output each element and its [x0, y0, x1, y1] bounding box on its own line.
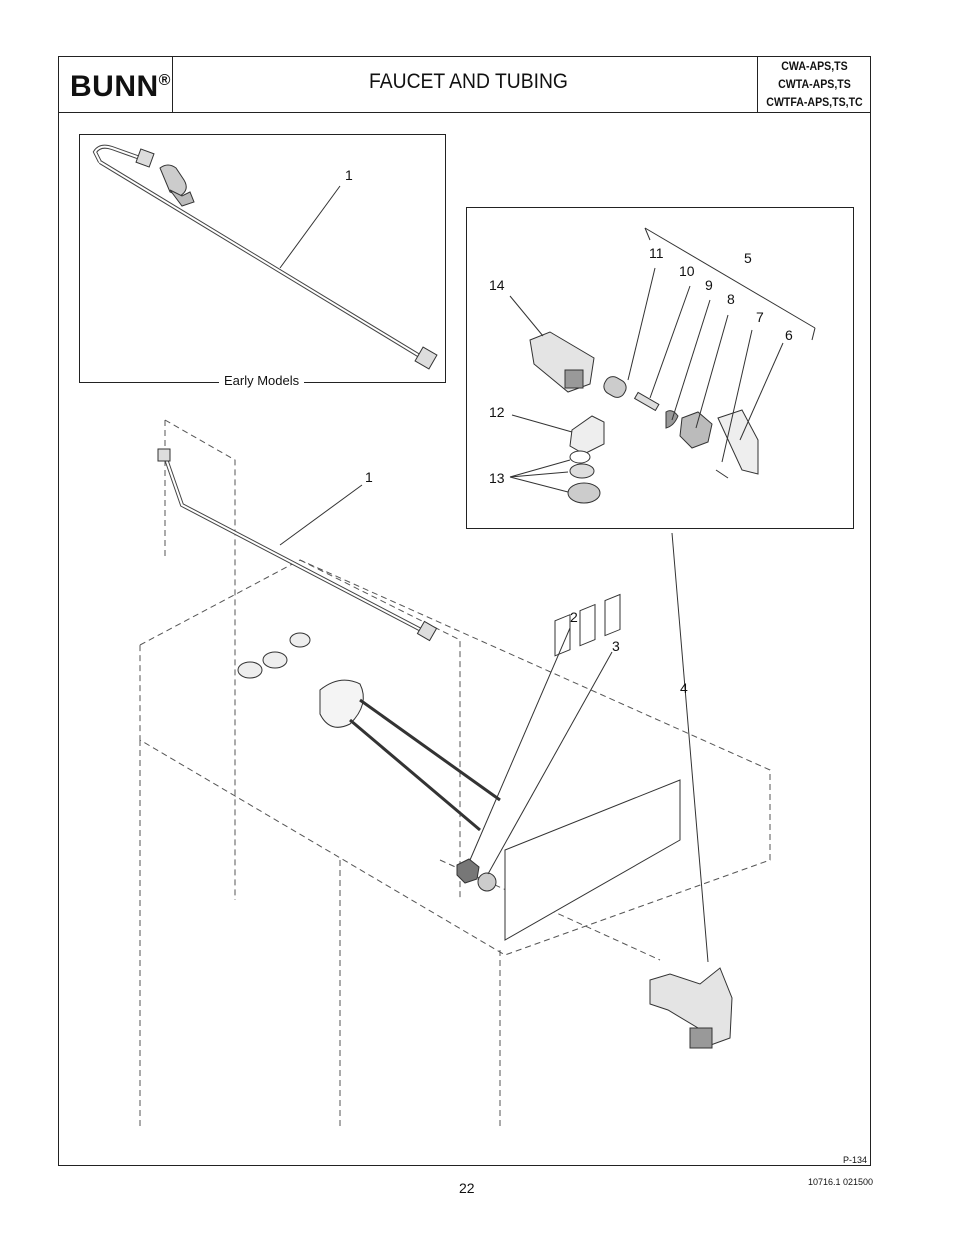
callout-label: 2: [570, 609, 578, 625]
callout-label: 6: [785, 327, 793, 343]
brand-name: BUNN: [70, 70, 159, 103]
model-item: CWA-APS,TS: [781, 61, 848, 73]
callout-label: 14: [489, 277, 505, 293]
callout-label: 13: [489, 470, 505, 486]
callout-label: 7: [756, 309, 764, 325]
faucet-detail-inset: [466, 207, 854, 529]
callout-label: 11: [649, 245, 664, 261]
internal-fittings-drawing: [237, 632, 501, 832]
model-item: CWTFA-APS,TS,TC: [766, 97, 863, 109]
drawing-ref: P-134: [843, 1155, 868, 1165]
model-list: CWA-APS,TS CWTA-APS,TS CWTFA-APS,TS,TC: [757, 56, 871, 113]
fitting-parts-drawing: [456, 627, 613, 892]
control-panel-drawing: [504, 593, 681, 941]
callout-label: 10: [679, 263, 695, 279]
main-tube-drawing: [157, 448, 438, 642]
brand-logo: BUNN®: [70, 70, 171, 104]
doc-ref: 10716.1 021500: [808, 1177, 874, 1187]
main-faucet-drawing: [649, 532, 733, 1049]
callout-label: 4: [680, 680, 688, 696]
page-frame: [58, 56, 871, 1166]
callout-label: 12: [489, 404, 505, 420]
page-header: BUNN® FAUCET AND TUBING CWA-APS,TS CWTA-…: [58, 56, 871, 113]
model-item: CWTA-APS,TS: [778, 79, 851, 91]
callout-label: 9: [705, 277, 713, 293]
early-models-caption: Early Models: [219, 373, 305, 388]
page-number: 22: [459, 1180, 475, 1196]
early-tube-drawing: [92, 144, 438, 370]
callout-label: 1: [345, 167, 353, 183]
callout-label: 8: [727, 291, 735, 307]
callout-label: 5: [744, 250, 752, 266]
callout-label: 3: [612, 638, 620, 654]
callout-label: 1: [365, 469, 373, 485]
logo-cell: BUNN®: [58, 56, 173, 113]
early-models-inset: [79, 134, 446, 383]
page-title: FAUCET AND TUBING: [369, 70, 568, 93]
detail-parts-drawing: [509, 227, 816, 504]
registered-mark: ®: [158, 72, 171, 89]
